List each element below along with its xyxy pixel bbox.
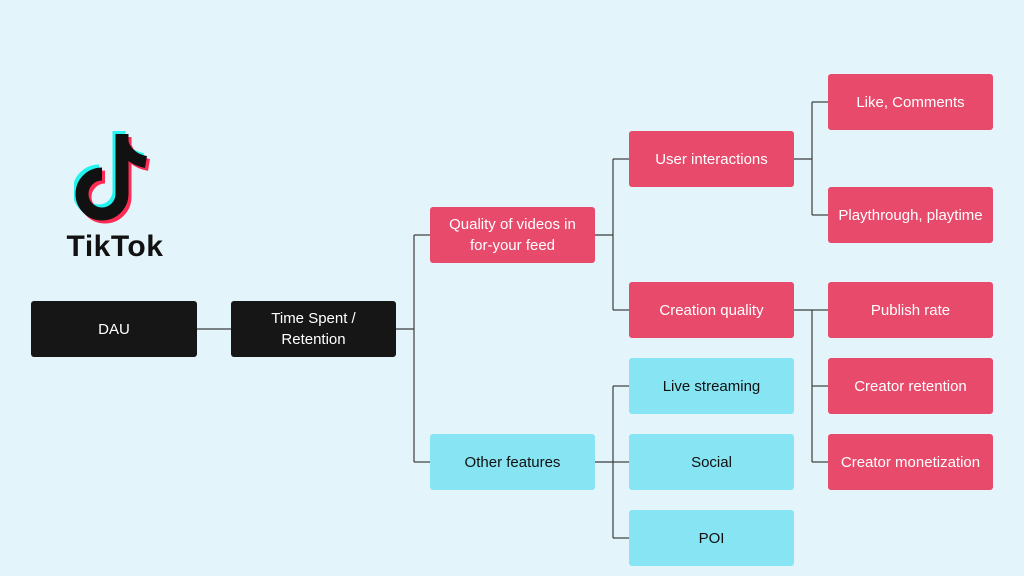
node-social: Social (629, 434, 794, 490)
node-like-comments: Like, Comments (828, 74, 993, 130)
node-dau: DAU (31, 301, 197, 357)
node-other-features: Other features (430, 434, 595, 490)
node-creation-quality: Creation quality (629, 282, 794, 338)
node-publish-rate: Publish rate (828, 282, 993, 338)
node-creator-monetization: Creator monetization (828, 434, 993, 490)
node-time-spent-retention: Time Spent / Retention (231, 301, 396, 357)
node-poi: POI (629, 510, 794, 566)
tiktok-wordmark: TikTok (66, 230, 164, 263)
node-live-streaming: Live streaming (629, 358, 794, 414)
node-playthrough-playtime: Playthrough, playtime (828, 187, 993, 243)
node-quality-of-videos: Quality of videos in for-your feed (430, 207, 595, 263)
tiktok-note-icon (74, 131, 151, 224)
node-user-interactions: User interactions (629, 131, 794, 187)
node-creator-retention: Creator retention (828, 358, 993, 414)
